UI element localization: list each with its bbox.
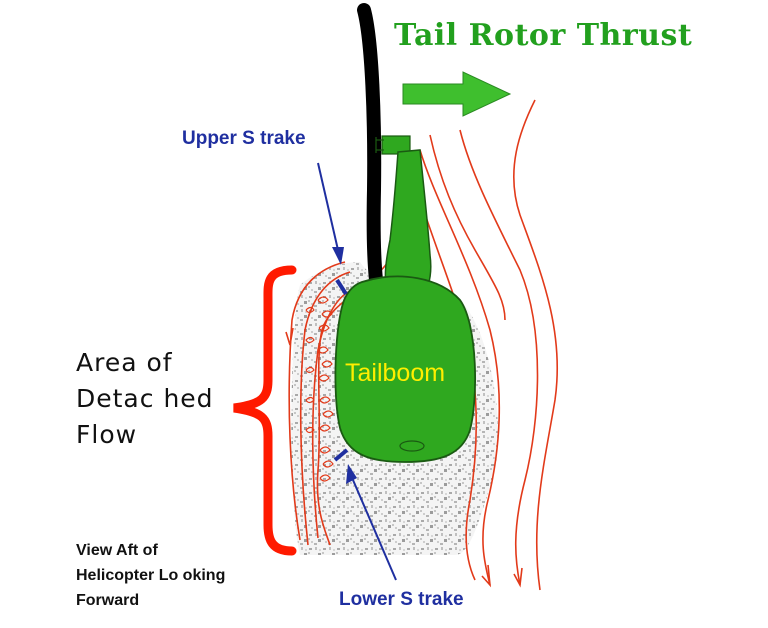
view-caption-line: Helicopter Lo oking xyxy=(76,567,226,584)
view-caption-line: View Aft of xyxy=(76,542,158,559)
thrust-arrow xyxy=(402,71,512,117)
tailboom-body xyxy=(334,275,477,463)
view-caption: View Aft of Helicopter Lo oking Forward xyxy=(76,538,225,613)
diagram-title: Tail Rotor Thrust xyxy=(394,18,693,53)
tail-fin xyxy=(384,149,432,291)
vortex-curls xyxy=(305,296,334,482)
upper-strake-leader xyxy=(317,162,344,265)
detached-flow-line: Area of xyxy=(76,348,173,377)
detached-flow-bracket xyxy=(233,265,297,556)
detached-flow-label: Area of Detac hed Flow xyxy=(76,345,214,453)
detached-flow-line: Flow xyxy=(76,420,138,449)
tailboom-label: Tailboom xyxy=(345,359,446,387)
lower-strake-leader xyxy=(346,464,397,581)
upper-strake xyxy=(335,278,348,296)
tail-rotor-blade xyxy=(357,3,383,287)
detached-flow-line: Detac hed xyxy=(76,384,214,413)
tail-rotor-hub xyxy=(375,135,411,155)
upper-strake-label: Upper S trake xyxy=(182,128,306,149)
lower-strake xyxy=(333,448,349,462)
tailboom-fairing xyxy=(399,440,425,452)
view-caption-line: Forward xyxy=(76,592,140,609)
lower-strake-label: Lower S trake xyxy=(339,589,464,610)
